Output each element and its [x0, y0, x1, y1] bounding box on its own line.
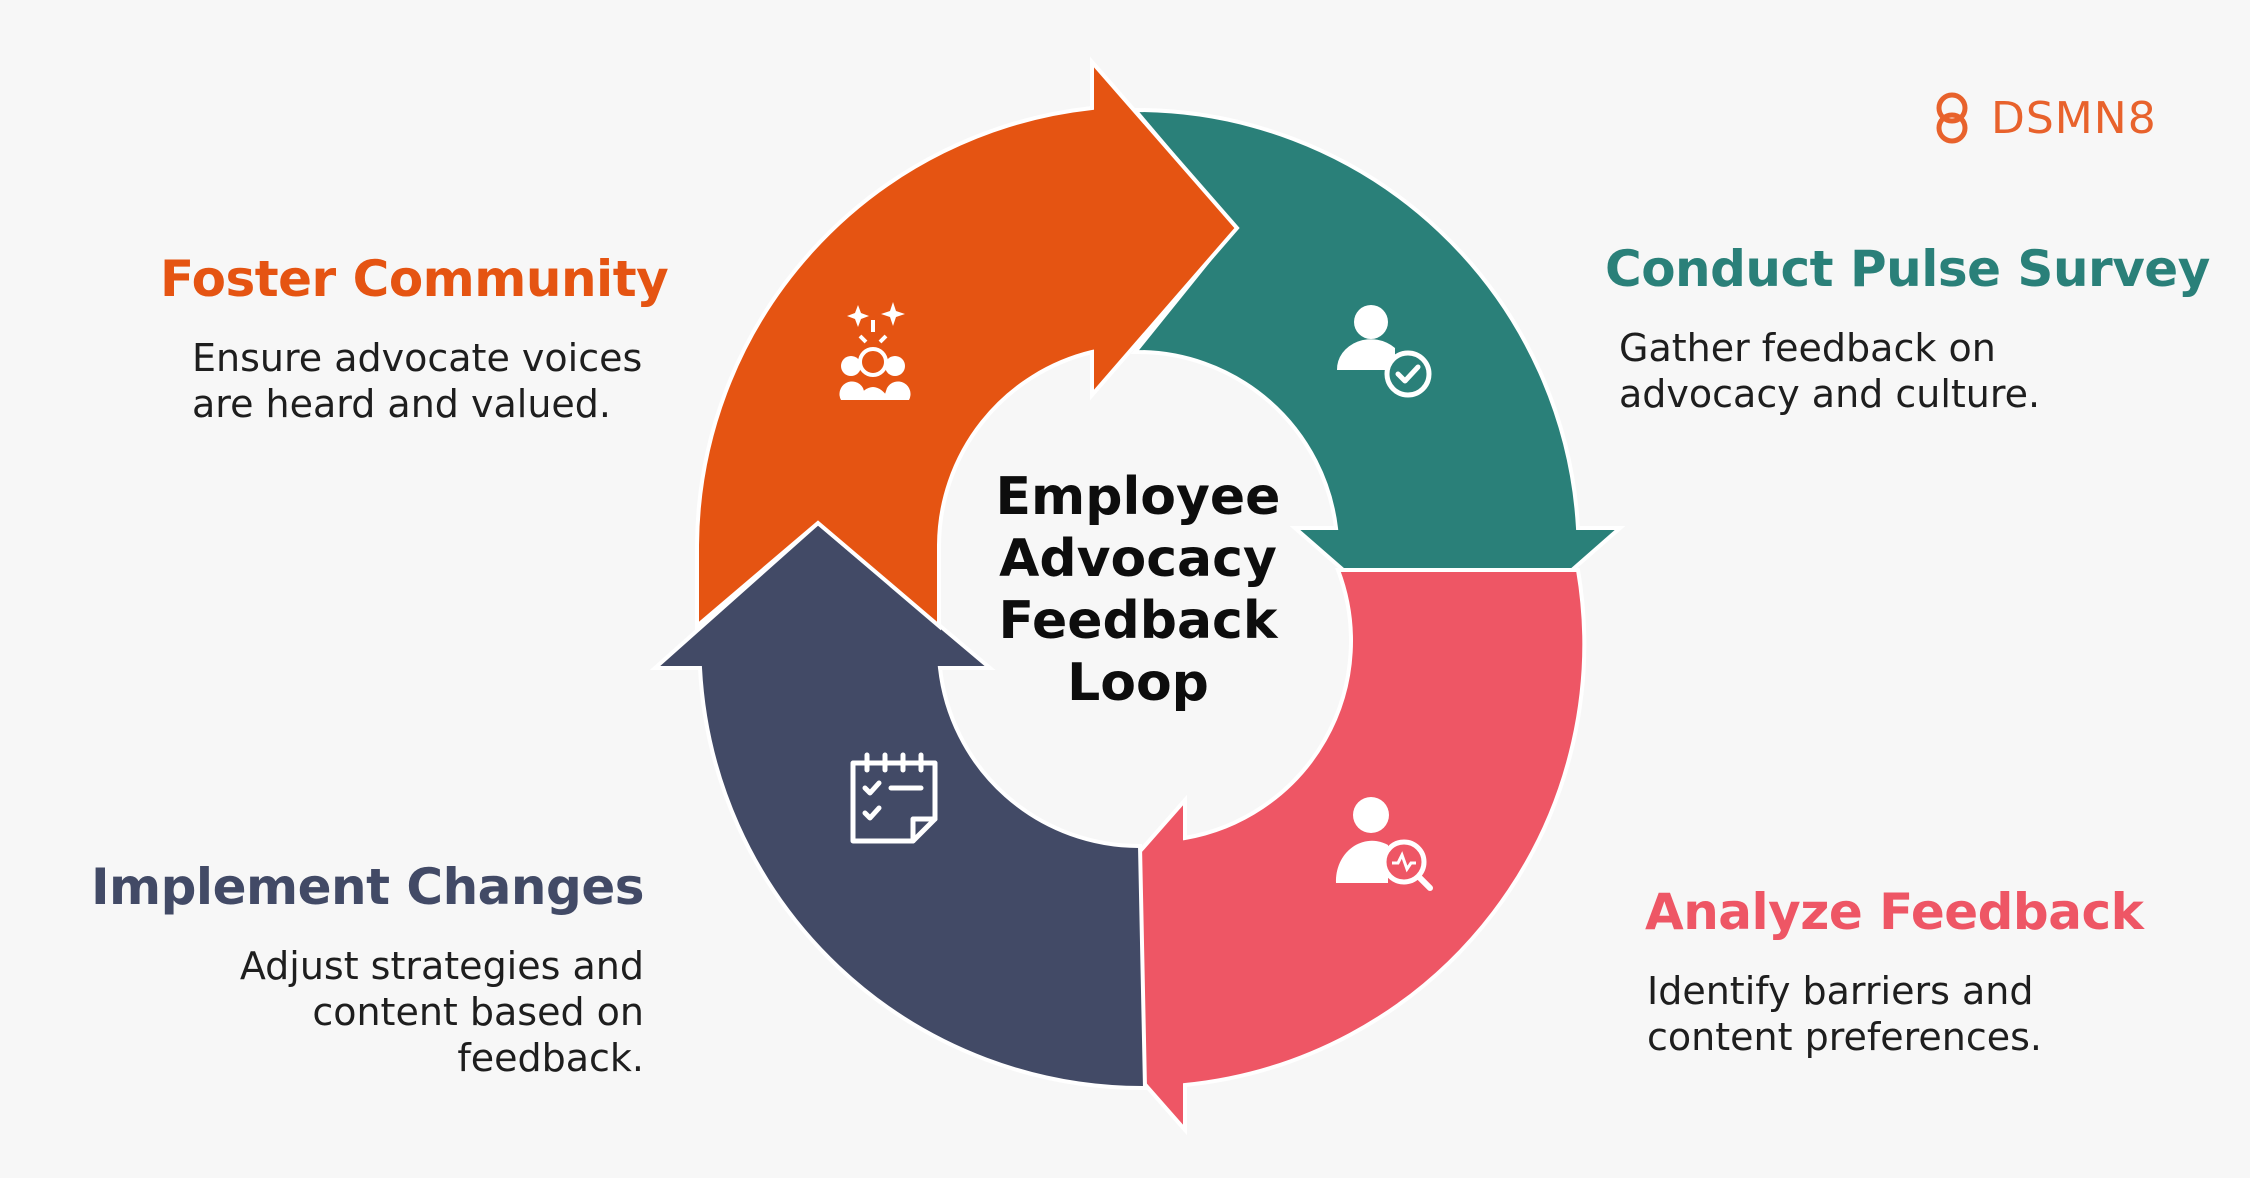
- step-description-line: Ensure advocate voices: [192, 336, 643, 380]
- step-title: Conduct Pulse Survey: [1605, 240, 2210, 298]
- step-description: Ensure advocate voices are heard and val…: [192, 335, 668, 427]
- caption-foster-community: Foster Community Ensure advocate voices …: [160, 250, 669, 427]
- step-description-line: Identify barriers and: [1647, 969, 2034, 1013]
- brand-logo: DSMN8: [1925, 88, 2157, 148]
- checklist-icon: [850, 752, 938, 844]
- step-description-line: are heard and valued.: [192, 382, 612, 426]
- brand-name: DSMN8: [1991, 92, 2157, 144]
- step-title: Implement Changes: [90, 858, 645, 916]
- step-description-line: Adjust strategies and: [239, 944, 644, 988]
- segment-foster-community: [695, 56, 1240, 631]
- step-description: Gather feedback on advocacy and culture.: [1619, 325, 2210, 417]
- center-title-line: Advocacy: [999, 529, 1277, 589]
- caption-analyze-feedback: Analyze Feedback Identify barriers and c…: [1645, 883, 2144, 1060]
- step-description-line: advocacy and culture.: [1619, 372, 2041, 416]
- step-title: Analyze Feedback: [1645, 883, 2144, 941]
- segment-analyze-feedback: [1037, 568, 1587, 1136]
- community-icon: [839, 302, 911, 400]
- step-description-line: feedback.: [457, 1036, 644, 1080]
- step-description: Adjust strategies and content based on f…: [91, 943, 644, 1081]
- center-title-line: Employee: [995, 467, 1281, 527]
- caption-implement-changes: Implement Changes Adjust strategies and …: [90, 858, 645, 1081]
- step-description-line: content preferences.: [1647, 1015, 2043, 1059]
- caption-conduct-pulse-survey: Conduct Pulse Survey Gather feedback on …: [1605, 242, 2210, 417]
- step-description-line: content based on: [312, 990, 644, 1034]
- segment-implement-changes: [649, 520, 1148, 1091]
- brand-mark-icon: [1936, 92, 1968, 144]
- user-check-icon: [1336, 305, 1432, 398]
- center-title: Employee Advocacy Feedback Loop: [988, 466, 1288, 714]
- step-description: Identify barriers and content preference…: [1647, 968, 2143, 1060]
- step-title: Foster Community: [160, 250, 669, 308]
- center-title-line: Feedback: [998, 591, 1278, 651]
- segment-pulse-survey: [1130, 107, 1626, 673]
- user-search-icon: [1335, 797, 1433, 891]
- step-description-line: Gather feedback on: [1619, 326, 1996, 370]
- center-title-line: Loop: [1067, 653, 1209, 713]
